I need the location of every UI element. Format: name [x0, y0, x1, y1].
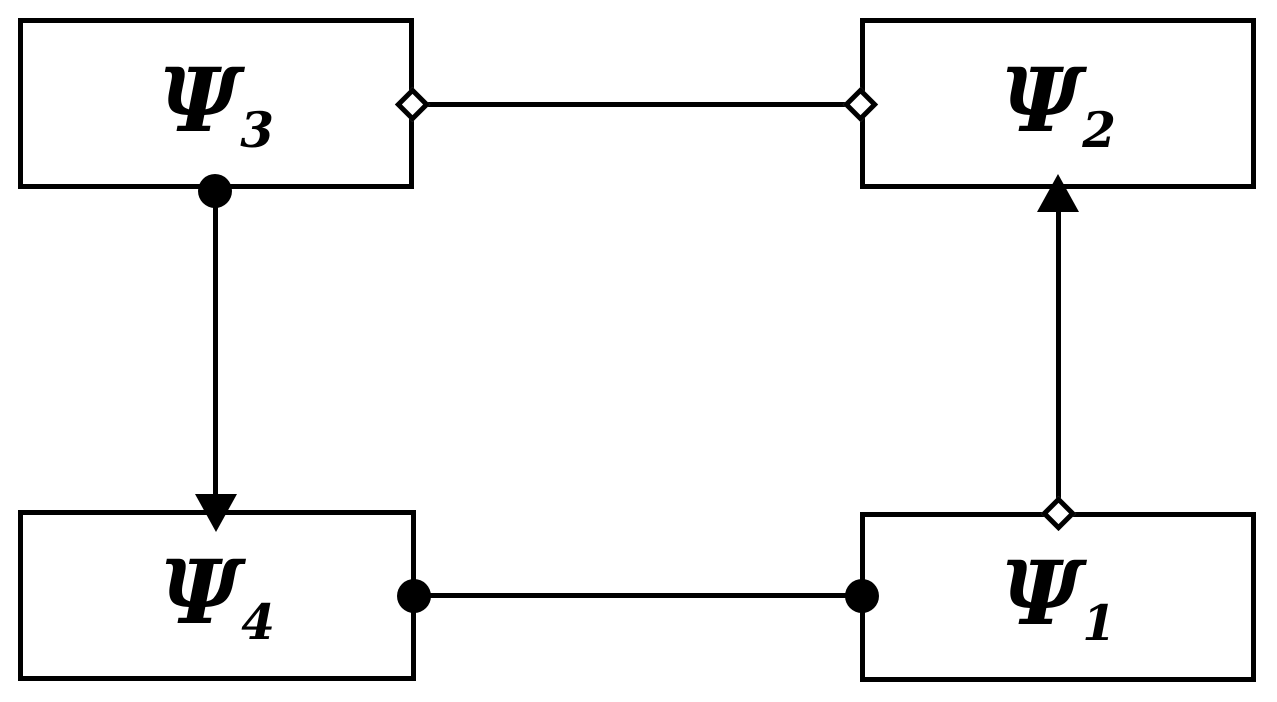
node-psi2: Ψ2 [860, 18, 1256, 189]
arrowhead-down-icon [195, 494, 237, 532]
node-psi1-label: Ψ1 [1001, 549, 1116, 649]
node-psi3-label: Ψ3 [159, 56, 274, 156]
psi-subscript: 3 [240, 102, 274, 159]
node-psi3: Ψ3 [18, 18, 414, 189]
node-psi2-label: Ψ2 [1001, 56, 1116, 156]
edge-psi4-psi1 [414, 593, 862, 598]
edge-psi3-psi4 [213, 186, 218, 506]
psi-subscript: 2 [1082, 102, 1116, 159]
filled-circle-icon [397, 579, 431, 613]
psi-symbol: Ψ [158, 47, 240, 152]
node-psi1: Ψ1 [860, 512, 1256, 682]
psi-symbol: Ψ [159, 539, 241, 644]
psi-symbol: Ψ [1000, 541, 1082, 645]
node-psi4-label: Ψ4 [160, 548, 275, 648]
psi-subscript: 1 [1082, 596, 1116, 653]
filled-circle-icon [198, 174, 232, 208]
edge-psi3-psi2 [413, 102, 861, 107]
node-psi4: Ψ4 [18, 510, 416, 681]
filled-circle-icon [845, 579, 879, 613]
psi-symbol: Ψ [1000, 47, 1082, 152]
arrowhead-up-icon [1037, 174, 1079, 212]
edge-psi1-psi2 [1056, 195, 1061, 515]
psi-subscript: 4 [241, 594, 275, 651]
